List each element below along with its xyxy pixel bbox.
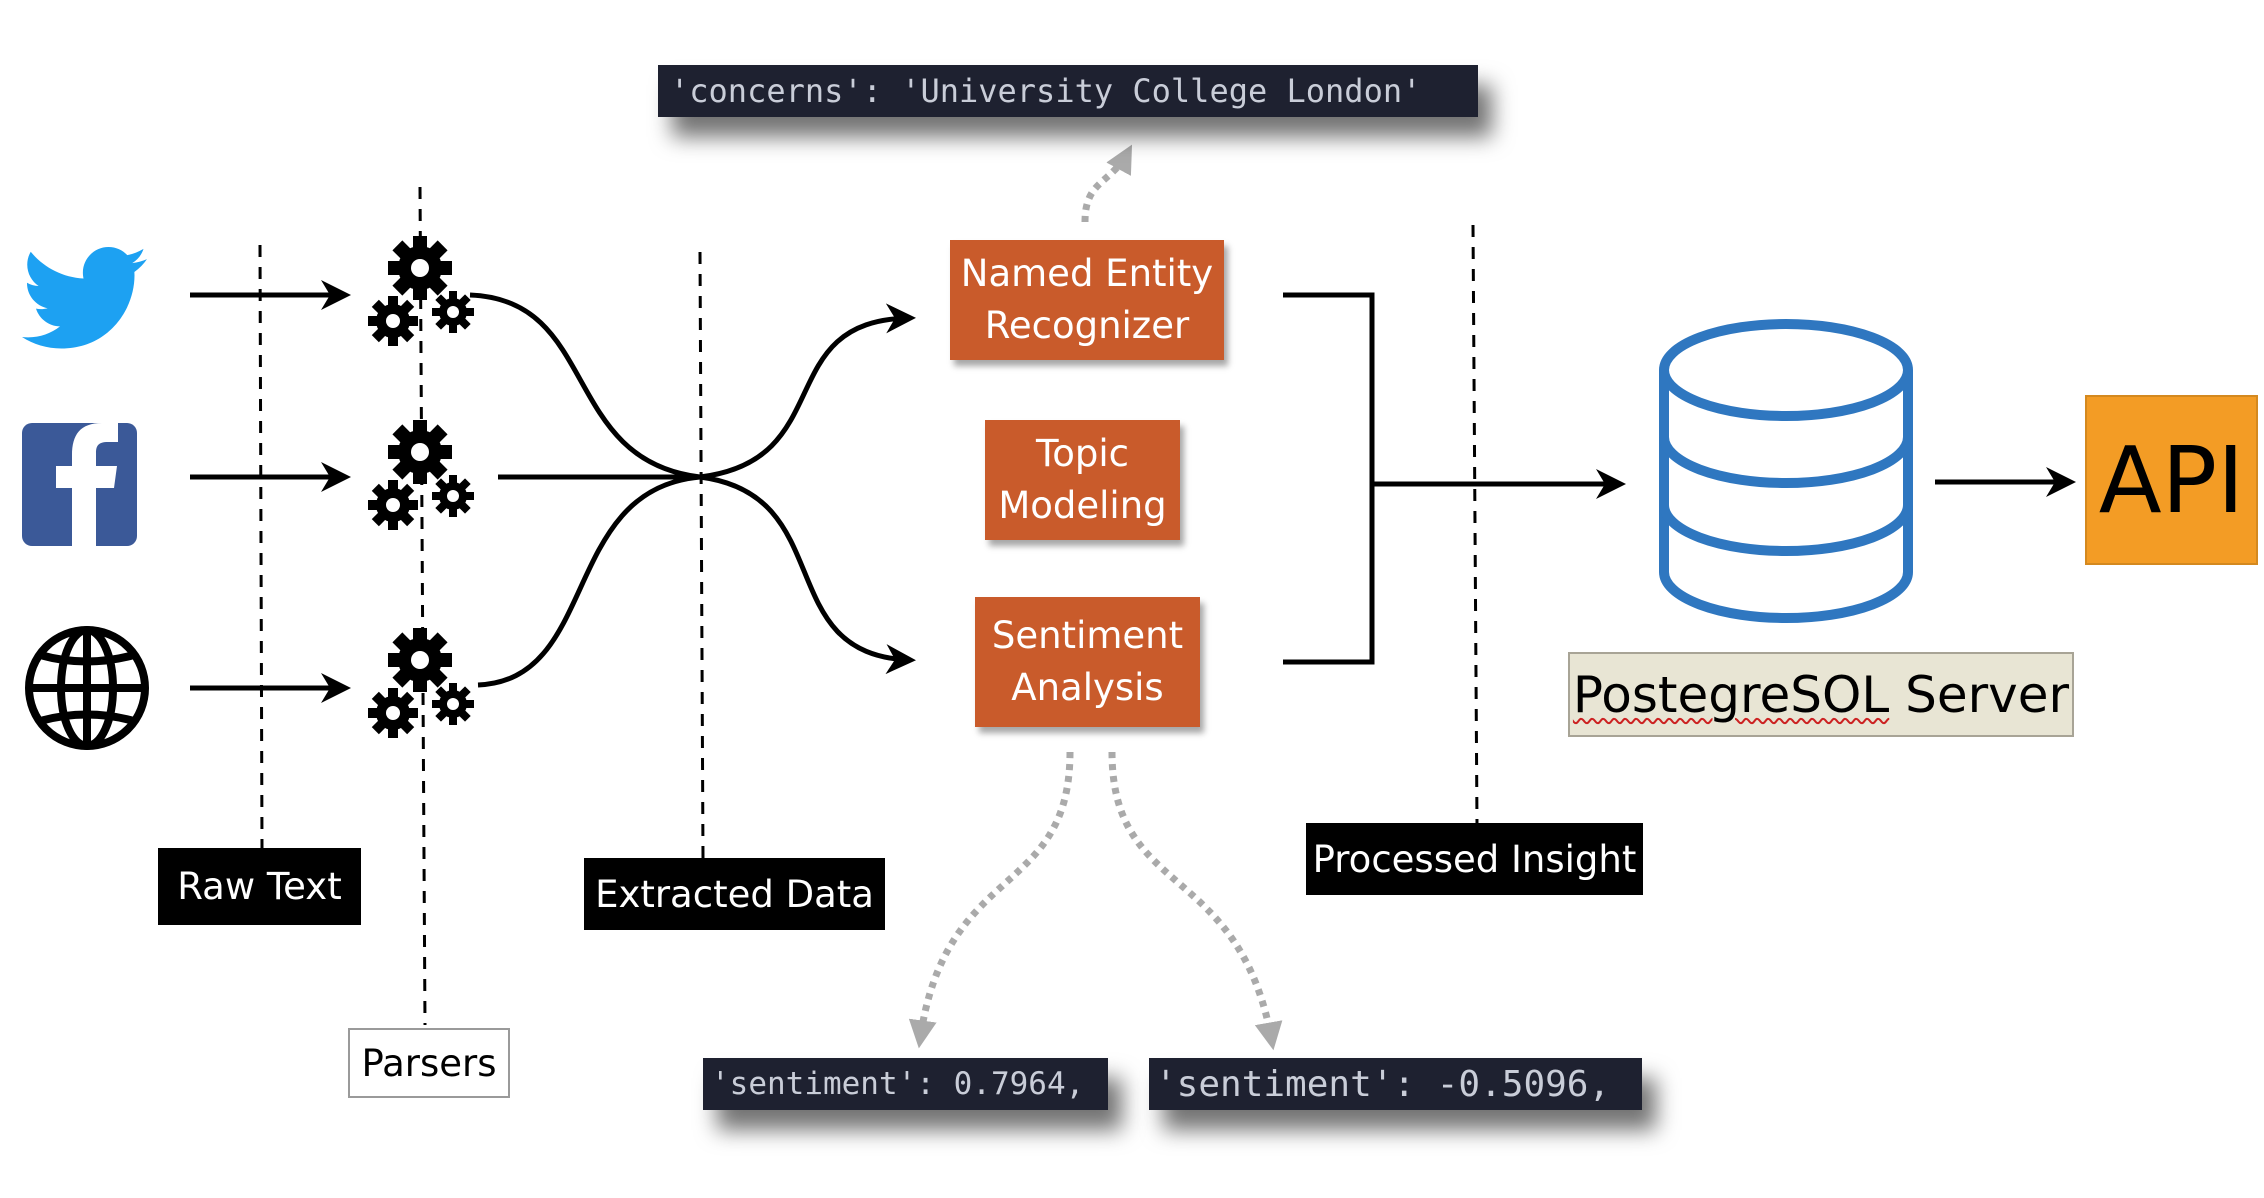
sentiment-positive-code-sample: 'sentiment': 0.7964, [703, 1058, 1108, 1110]
topic-label-line1: Topic [1035, 432, 1130, 475]
sentiment-negative-text: 'sentiment': -0.5096, [1155, 1063, 1611, 1105]
parser-gear-icon-3 [368, 628, 474, 738]
api-label: API [2098, 426, 2245, 534]
sentiment-negative-code-sample: 'sentiment': -0.5096, [1149, 1058, 1642, 1110]
globe-icon [25, 626, 149, 750]
extracted-data-label-text: Extracted Data [595, 872, 874, 916]
merge-curve-bottom [477, 474, 701, 688]
ner-label-line2: Recognizer [984, 304, 1190, 347]
extracted-data-divider [698, 251, 705, 859]
processed-insight-label-text: Processed Insight [1312, 837, 1637, 881]
database-label-name: PostegreSOL [1572, 665, 1890, 724]
ner-box: Named Entity Recognizer [950, 240, 1224, 360]
concerns-code-text: 'concerns': 'University College London' [670, 72, 1422, 110]
sentiment-label-line2: Analysis [1011, 666, 1164, 709]
processed-insight-label: Processed Insight [1306, 823, 1643, 895]
api-box: API [2085, 395, 2258, 565]
parsers-label-text: Parsers [361, 1041, 497, 1085]
merge-curve-top [469, 292, 701, 480]
extracted-data-label: Extracted Data [584, 858, 885, 930]
parsers-divider [418, 186, 427, 1026]
processed-insight-divider [1471, 224, 1479, 826]
sentiment-positive-text: 'sentiment': 0.7964, [711, 1066, 1085, 1102]
parser-gear-icon-2 [368, 420, 474, 530]
raw-text-label: Raw Text [158, 848, 361, 925]
split-curve-bottom [699, 474, 916, 675]
sentiment-analysis-box: Sentiment Analysis [975, 597, 1200, 727]
database-icon [1659, 319, 1913, 623]
database-label-suffix: Server [1889, 665, 2070, 724]
sentiment-label-line1: Sentiment [991, 614, 1184, 657]
facebook-icon [22, 423, 137, 546]
sentiment-positive-arrow [908, 751, 1074, 1049]
ner-output-arrow [1081, 144, 1133, 223]
split-curve-top [699, 303, 916, 480]
parsers-label: Parsers [348, 1028, 510, 1098]
concerns-code-sample: 'concerns': 'University College London' [658, 65, 1478, 117]
join-bracket [1283, 292, 1375, 665]
raw-text-divider [258, 244, 264, 849]
topic-modeling-box: Topic Modeling [985, 420, 1180, 540]
twitter-bird-icon [22, 247, 148, 349]
ner-label-line1: Named Entity [960, 252, 1214, 295]
topic-label-line2: Modeling [998, 484, 1167, 527]
raw-text-label-text: Raw Text [177, 865, 342, 908]
sentiment-negative-arrow [1108, 751, 1283, 1051]
database-label: PostegreSOL Server [1568, 652, 2074, 737]
